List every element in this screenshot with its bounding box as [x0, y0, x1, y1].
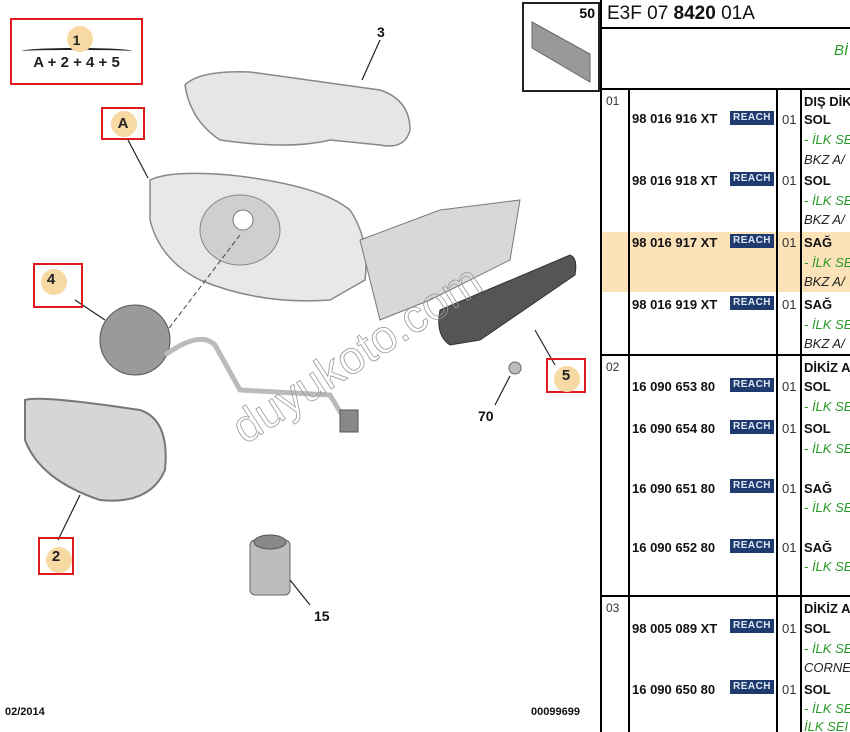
note: - İLK SE — [804, 317, 850, 332]
side: SOL — [804, 112, 831, 127]
note: - İLK SE — [804, 399, 850, 414]
note: - İLK SE — [804, 193, 850, 208]
part-label-15[interactable]: 15 — [314, 608, 330, 624]
note: - İLK SE — [804, 701, 850, 716]
mirror-cover-shape — [184, 39, 411, 147]
assembly-callout: 1 A + 2 + 4 + 5 — [10, 18, 143, 85]
reach-badge: REACH — [730, 378, 774, 392]
table-subheader: Bİ — [834, 42, 849, 59]
reference: BKZ A/ — [804, 336, 845, 351]
side: SAĞ — [804, 297, 833, 312]
note-continued: İLK SEI — [804, 719, 849, 732]
side: SOL — [804, 173, 831, 188]
note: - İLK SE — [804, 132, 850, 147]
drawing-date: 02/2014 — [5, 706, 45, 718]
quantity: 01 — [782, 621, 797, 636]
mirror-housing-shape — [127, 139, 521, 341]
callout-5[interactable]: 5 — [546, 358, 586, 393]
side: SOL — [804, 682, 831, 697]
inset-box-50[interactable]: 50 — [522, 2, 600, 92]
reach-badge: REACH — [730, 420, 774, 434]
part-number[interactable]: 16 090 653 80 — [632, 379, 716, 394]
group-title: DİKİZ A — [804, 360, 850, 375]
drawing-number: 00099699 — [531, 706, 580, 718]
callout-2[interactable]: 2 — [38, 537, 74, 575]
reach-badge: REACH — [730, 619, 774, 633]
mirror-glass-shape — [24, 397, 167, 541]
table-header-code: E3F 07 8420 01A — [607, 3, 755, 24]
part-label-3[interactable]: 3 — [377, 24, 385, 40]
reference: BKZ A/ — [804, 212, 845, 227]
actuator-motor-shape — [74, 299, 359, 433]
quantity: 01 — [782, 297, 797, 312]
part-number[interactable]: 16 090 652 80 — [632, 540, 716, 555]
group-title: DİKİZ A — [804, 601, 850, 616]
note: - İLK SE — [804, 441, 850, 456]
side: SAĞ — [804, 540, 833, 555]
callout-4[interactable]: 4 — [33, 263, 83, 308]
reference: CORNE — [804, 660, 850, 675]
quantity: 01 — [782, 540, 797, 555]
switch-shape — [249, 534, 311, 606]
reference: BKZ A/ — [804, 274, 845, 289]
part-number[interactable]: 98 016 918 XT — [632, 173, 718, 188]
reach-badge: REACH — [730, 680, 774, 694]
note: - İLK SE — [804, 641, 850, 656]
part-label-70[interactable]: 70 — [478, 408, 494, 424]
quantity: 01 — [782, 481, 797, 496]
part-number[interactable]: 16 090 654 80 — [632, 421, 716, 436]
quantity: 01 — [782, 235, 797, 250]
exploded-diagram: duyukoto.com 1 A + 2 + 4 + 5 A 4 2 5 3 7… — [5, 2, 600, 718]
group-index: 03 — [606, 601, 620, 615]
mirror-parts-drawing: duyukoto.com — [24, 39, 577, 606]
group-index: 02 — [606, 360, 620, 374]
reach-badge: REACH — [730, 296, 774, 310]
reach-badge: REACH — [730, 479, 774, 493]
inset-part-icon — [531, 21, 591, 83]
side: SOL — [804, 421, 831, 436]
part-number[interactable]: 16 090 650 80 — [632, 682, 716, 697]
reach-badge: REACH — [730, 111, 774, 125]
part-number[interactable]: 16 090 651 80 — [632, 481, 716, 496]
note: - İLK SE — [804, 255, 850, 270]
part-number[interactable]: 98 016 917 XT — [632, 235, 718, 250]
side: SAĞ — [804, 481, 833, 496]
group-title: DIŞ DİK — [804, 94, 850, 109]
part-number[interactable]: 98 016 916 XT — [632, 111, 718, 126]
callout-a[interactable]: A — [101, 107, 145, 140]
quantity: 01 — [782, 173, 797, 188]
side: SOL — [804, 379, 831, 394]
side: SOL — [804, 621, 831, 636]
quantity: 01 — [782, 421, 797, 436]
reach-badge: REACH — [730, 172, 774, 186]
assembly-number: 1 — [72, 32, 81, 48]
quantity: 01 — [782, 112, 797, 127]
part-number[interactable]: 98 005 089 XT — [632, 621, 718, 636]
assembly-formula: A + 2 + 4 + 5 — [33, 54, 120, 71]
quantity: 01 — [782, 379, 797, 394]
parts-table: E3F 07 8420 01A Bİ 01 DIŞ DİK 98 016 916… — [600, 0, 850, 732]
note: - İLK SE — [804, 500, 850, 515]
quantity: 01 — [782, 682, 797, 697]
inset-label: 50 — [579, 5, 595, 21]
group-index: 01 — [606, 94, 620, 108]
reach-badge: REACH — [730, 539, 774, 553]
reference: BKZ A/ — [804, 152, 845, 167]
note: - İLK SE — [804, 559, 850, 574]
reach-badge: REACH — [730, 234, 774, 248]
side: SAĞ — [804, 235, 833, 250]
part-number[interactable]: 98 016 919 XT — [632, 297, 718, 312]
